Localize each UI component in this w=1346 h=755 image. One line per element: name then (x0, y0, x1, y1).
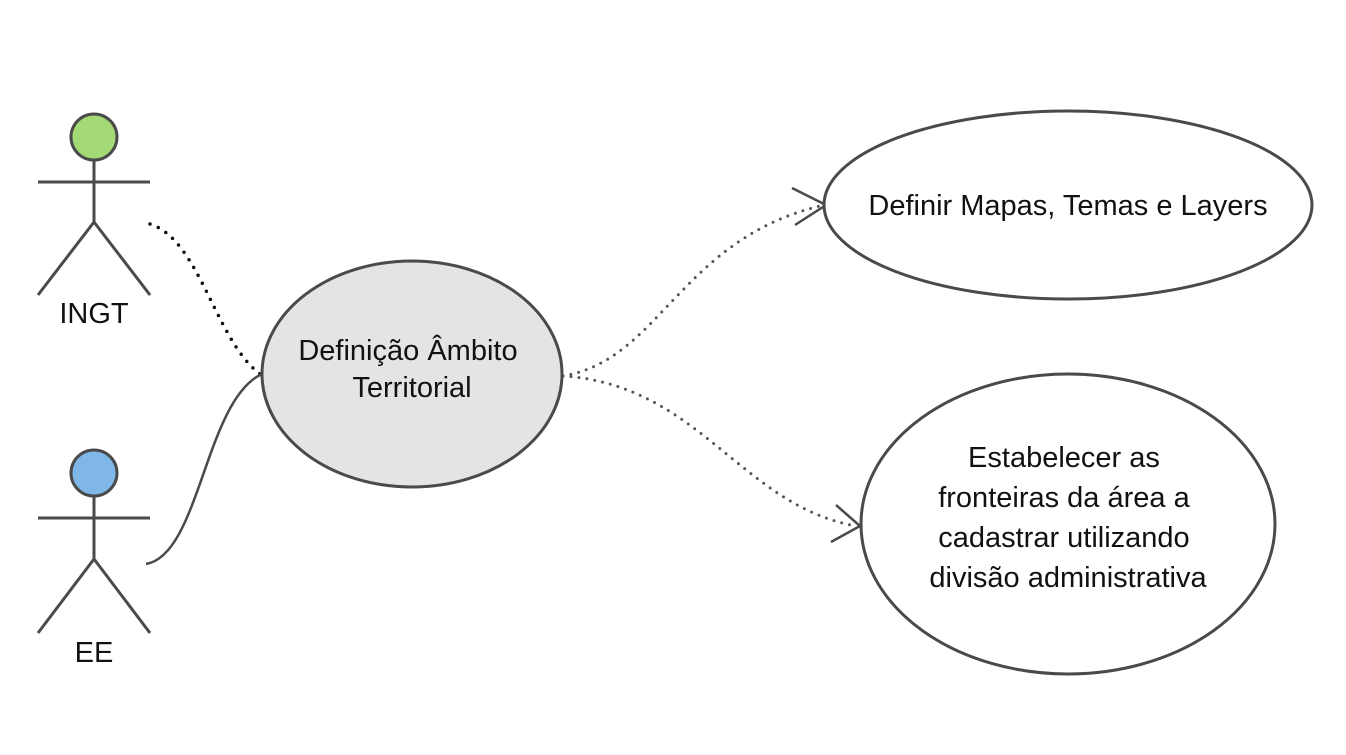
actor-ingt-head (69, 112, 119, 162)
actor-ee-label: EE (75, 637, 114, 669)
use-case-main-ellipse (260, 259, 564, 489)
actor-ingt: INGT (36, 112, 152, 330)
use-case-main: Definição Âmbito Territorial (260, 259, 564, 489)
use-case-main-line: Definição Âmbito (298, 334, 517, 367)
actor-ee-head (69, 448, 119, 498)
use-case-maps-line: Definir Mapas, Temas e Layers (868, 190, 1267, 222)
use-case-borders-line: cadastrar utilizando (938, 522, 1189, 554)
use-case-maps-ellipse (822, 109, 1314, 301)
use-case-main-line: Territorial (352, 372, 471, 404)
use-case-maps-label: Definir Mapas, Temas e Layers (868, 190, 1267, 222)
actor-ee: EE (36, 448, 152, 669)
use-case-borders-label: Estabelecer as fronteiras da área a cada… (929, 442, 1207, 594)
extend-arrowhead-maps (791, 186, 829, 227)
use-case-maps: Definir Mapas, Temas e Layers (822, 109, 1314, 301)
use-case-borders-line: divisão administrativa (929, 562, 1207, 594)
use-case-borders-line: fronteiras da área a (938, 482, 1190, 514)
extend-arrowhead-borders (830, 504, 863, 544)
use-case-borders-line: Estabelecer as (968, 442, 1160, 474)
ingt-association-line (148, 222, 262, 376)
ee-association-line (145, 372, 263, 566)
use-case-main-label: Definição Âmbito Territorial (298, 334, 525, 404)
extend-line-maps (561, 204, 822, 378)
use-case-borders-ellipse (859, 372, 1277, 676)
use-case-borders: Estabelecer as fronteiras da área a cada… (859, 372, 1277, 676)
extend-line-borders (561, 374, 858, 528)
actor-ingt-label: INGT (59, 298, 129, 330)
